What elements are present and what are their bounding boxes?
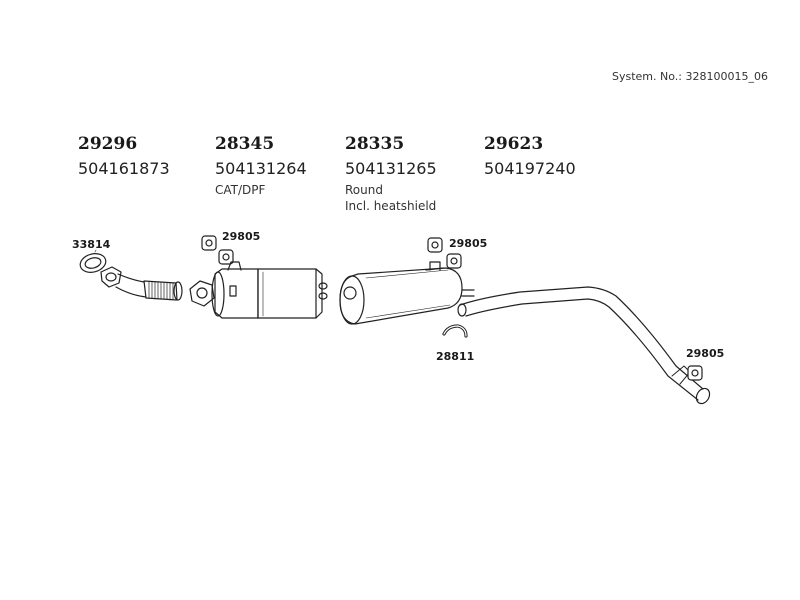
flange-icon [189, 280, 215, 307]
catalytic-converter-icon [211, 261, 328, 319]
rubber-mount-icon [427, 237, 462, 269]
oem-number: 504161873 [78, 159, 170, 178]
part-number: 28345 [215, 134, 275, 154]
system-number: System. No.: 328100015_06 [612, 70, 768, 83]
part-header-cat-dpf: 28345 504131264 CAT/DPF [215, 136, 307, 198]
front-pipe-icon [100, 266, 183, 301]
callout-mount-left: 29805 [222, 230, 260, 243]
oem-number: 504197240 [484, 159, 576, 178]
rubber-mount-icon [201, 235, 234, 265]
rubber-mount-icon [687, 365, 703, 381]
gasket-icon [79, 253, 107, 273]
part-note: Round [345, 183, 383, 197]
callout-gasket: 33814 [72, 238, 111, 251]
part-number: 29623 [484, 134, 544, 154]
part-note: Incl. heatshield [345, 199, 437, 214]
oem-number: 504131265 [345, 159, 437, 178]
part-number: 28335 [345, 134, 405, 154]
tail-pipe-icon [457, 286, 711, 405]
callout-mount-right: 29805 [686, 347, 724, 360]
part-header-front-pipe: 29296 504161873 [78, 136, 170, 182]
part-number: 29296 [78, 134, 138, 154]
clamp-icon [442, 324, 468, 338]
callout-clamp: 28811 [436, 350, 474, 363]
part-note: CAT/DPF [215, 183, 266, 197]
middle-silencer-icon [339, 261, 475, 325]
part-header-middle-silencer: 28335 504131265 Round Incl. heatshield [345, 136, 437, 214]
callout-mount-middle: 29805 [449, 237, 487, 250]
part-header-tail-pipe: 29623 504197240 [484, 136, 576, 182]
oem-number: 504131264 [215, 159, 307, 178]
